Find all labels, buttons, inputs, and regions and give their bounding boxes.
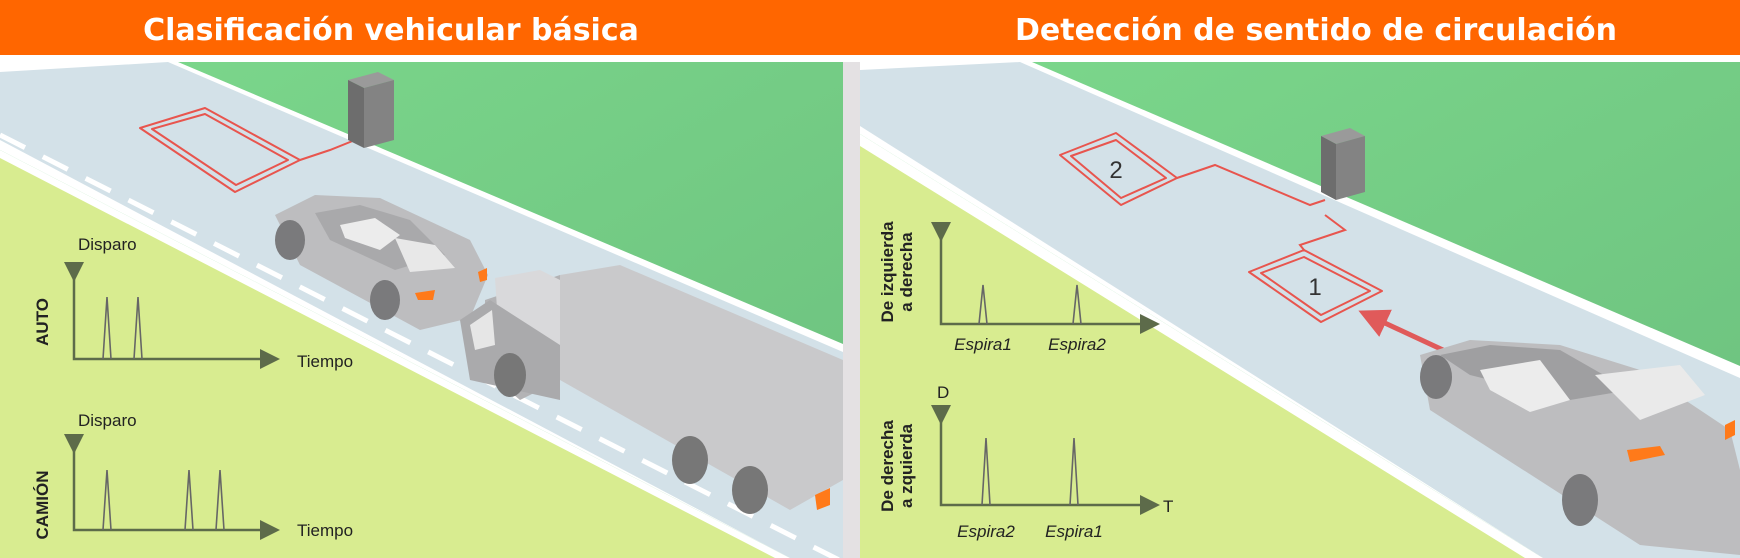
induction-loop-1: 1	[1248, 249, 1383, 323]
truck	[460, 265, 843, 514]
trigger-peak	[1072, 284, 1082, 325]
rtl-peak-label: Espira2	[957, 522, 1015, 541]
truck-x-label: Tiempo	[297, 521, 353, 540]
ltr-peak-label: Espira2	[1048, 335, 1106, 354]
detector-cabinet	[348, 72, 394, 148]
rtl-peak-label: Espira1	[1045, 522, 1103, 541]
loop-1-label: 1	[1308, 274, 1321, 301]
trigger-peak	[978, 284, 988, 325]
truck-chart: Disparo CAMIÓN Tiempo	[33, 411, 353, 540]
right-scene: 2 1	[860, 62, 1740, 558]
auto-y-label: Disparo	[78, 235, 137, 254]
ltr-label-line1: De izquierda	[878, 221, 897, 323]
right-to-left-chart: D De derecha a zquierda T Espira2 Espira…	[878, 383, 1173, 541]
ltr-peak-label: Espira1	[954, 335, 1012, 354]
loop-2-label: 2	[1109, 157, 1122, 184]
induction-loop	[139, 107, 361, 193]
trigger-peak	[102, 469, 112, 531]
auto-x-label: Tiempo	[297, 352, 353, 371]
trigger-peak	[981, 437, 991, 506]
rtl-y-label: D	[937, 383, 949, 402]
trigger-peak	[1069, 437, 1079, 506]
trigger-peak	[102, 296, 112, 360]
left-scene	[0, 62, 843, 558]
panel-divider	[843, 62, 860, 558]
detector-cabinet	[1321, 128, 1365, 200]
car	[275, 195, 488, 330]
lane-divider	[0, 132, 841, 558]
rtl-label-line1: De derecha	[878, 420, 897, 512]
rtl-label-line2: a zquierda	[897, 423, 916, 508]
ltr-label-line2: a derecha	[897, 232, 916, 312]
trigger-peak	[184, 469, 194, 531]
rtl-x-label: T	[1163, 497, 1173, 516]
car	[1420, 340, 1740, 555]
direction-arrow	[1358, 309, 1445, 353]
trigger-peak	[133, 296, 143, 360]
truck-row-label: CAMIÓN	[33, 471, 52, 540]
header-bar	[0, 0, 1740, 55]
right-title: Detección de sentido de circulación	[1015, 13, 1617, 48]
trigger-peak	[215, 469, 225, 531]
left-title: Clasificación vehicular básica	[143, 13, 639, 48]
auto-row-label: AUTO	[33, 298, 52, 346]
auto-chart: Disparo AUTO Tiempo	[33, 235, 353, 371]
left-to-right-chart: De izquierda a derecha Espira1 Espira2	[878, 221, 1160, 354]
truck-y-label: Disparo	[78, 411, 137, 430]
